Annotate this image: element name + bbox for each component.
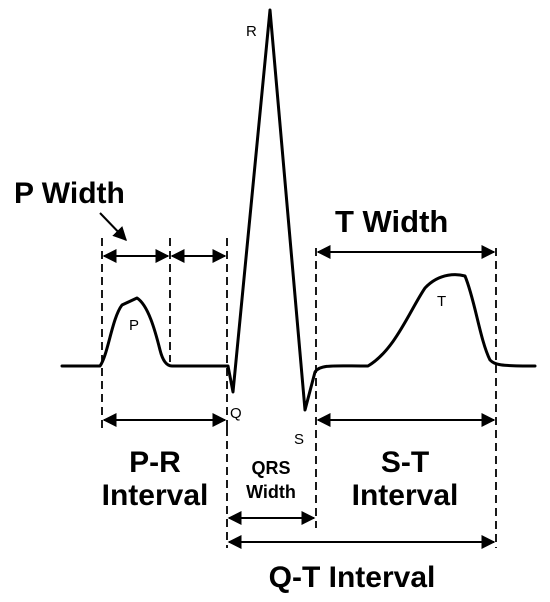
p-width-label: P Width bbox=[14, 177, 125, 210]
t-wave-label: T bbox=[437, 293, 446, 310]
q-wave-label: Q bbox=[230, 405, 242, 422]
pr-interval-label-line2: Interval bbox=[102, 479, 209, 512]
pr-interval-label-line1: P-R bbox=[129, 446, 181, 479]
ecg-waveform bbox=[60, 8, 537, 412]
t-width-label: T Width bbox=[335, 204, 448, 239]
guide-lines bbox=[101, 238, 497, 548]
st-interval-label-line1: S-T bbox=[381, 446, 429, 479]
s-wave-label: S bbox=[294, 431, 304, 448]
r-wave-label: R bbox=[246, 23, 257, 40]
p-wave-label: P bbox=[129, 317, 139, 334]
qrs-width-label-line2: Width bbox=[246, 482, 296, 502]
measurement-arrows bbox=[99, 212, 496, 549]
p-width-pointer-arrow bbox=[99, 212, 127, 242]
st-interval-label-line2: Interval bbox=[352, 479, 459, 512]
qt-interval-label: Q-T Interval bbox=[269, 561, 436, 594]
qrs-width-label-line1: QRS bbox=[251, 458, 290, 478]
